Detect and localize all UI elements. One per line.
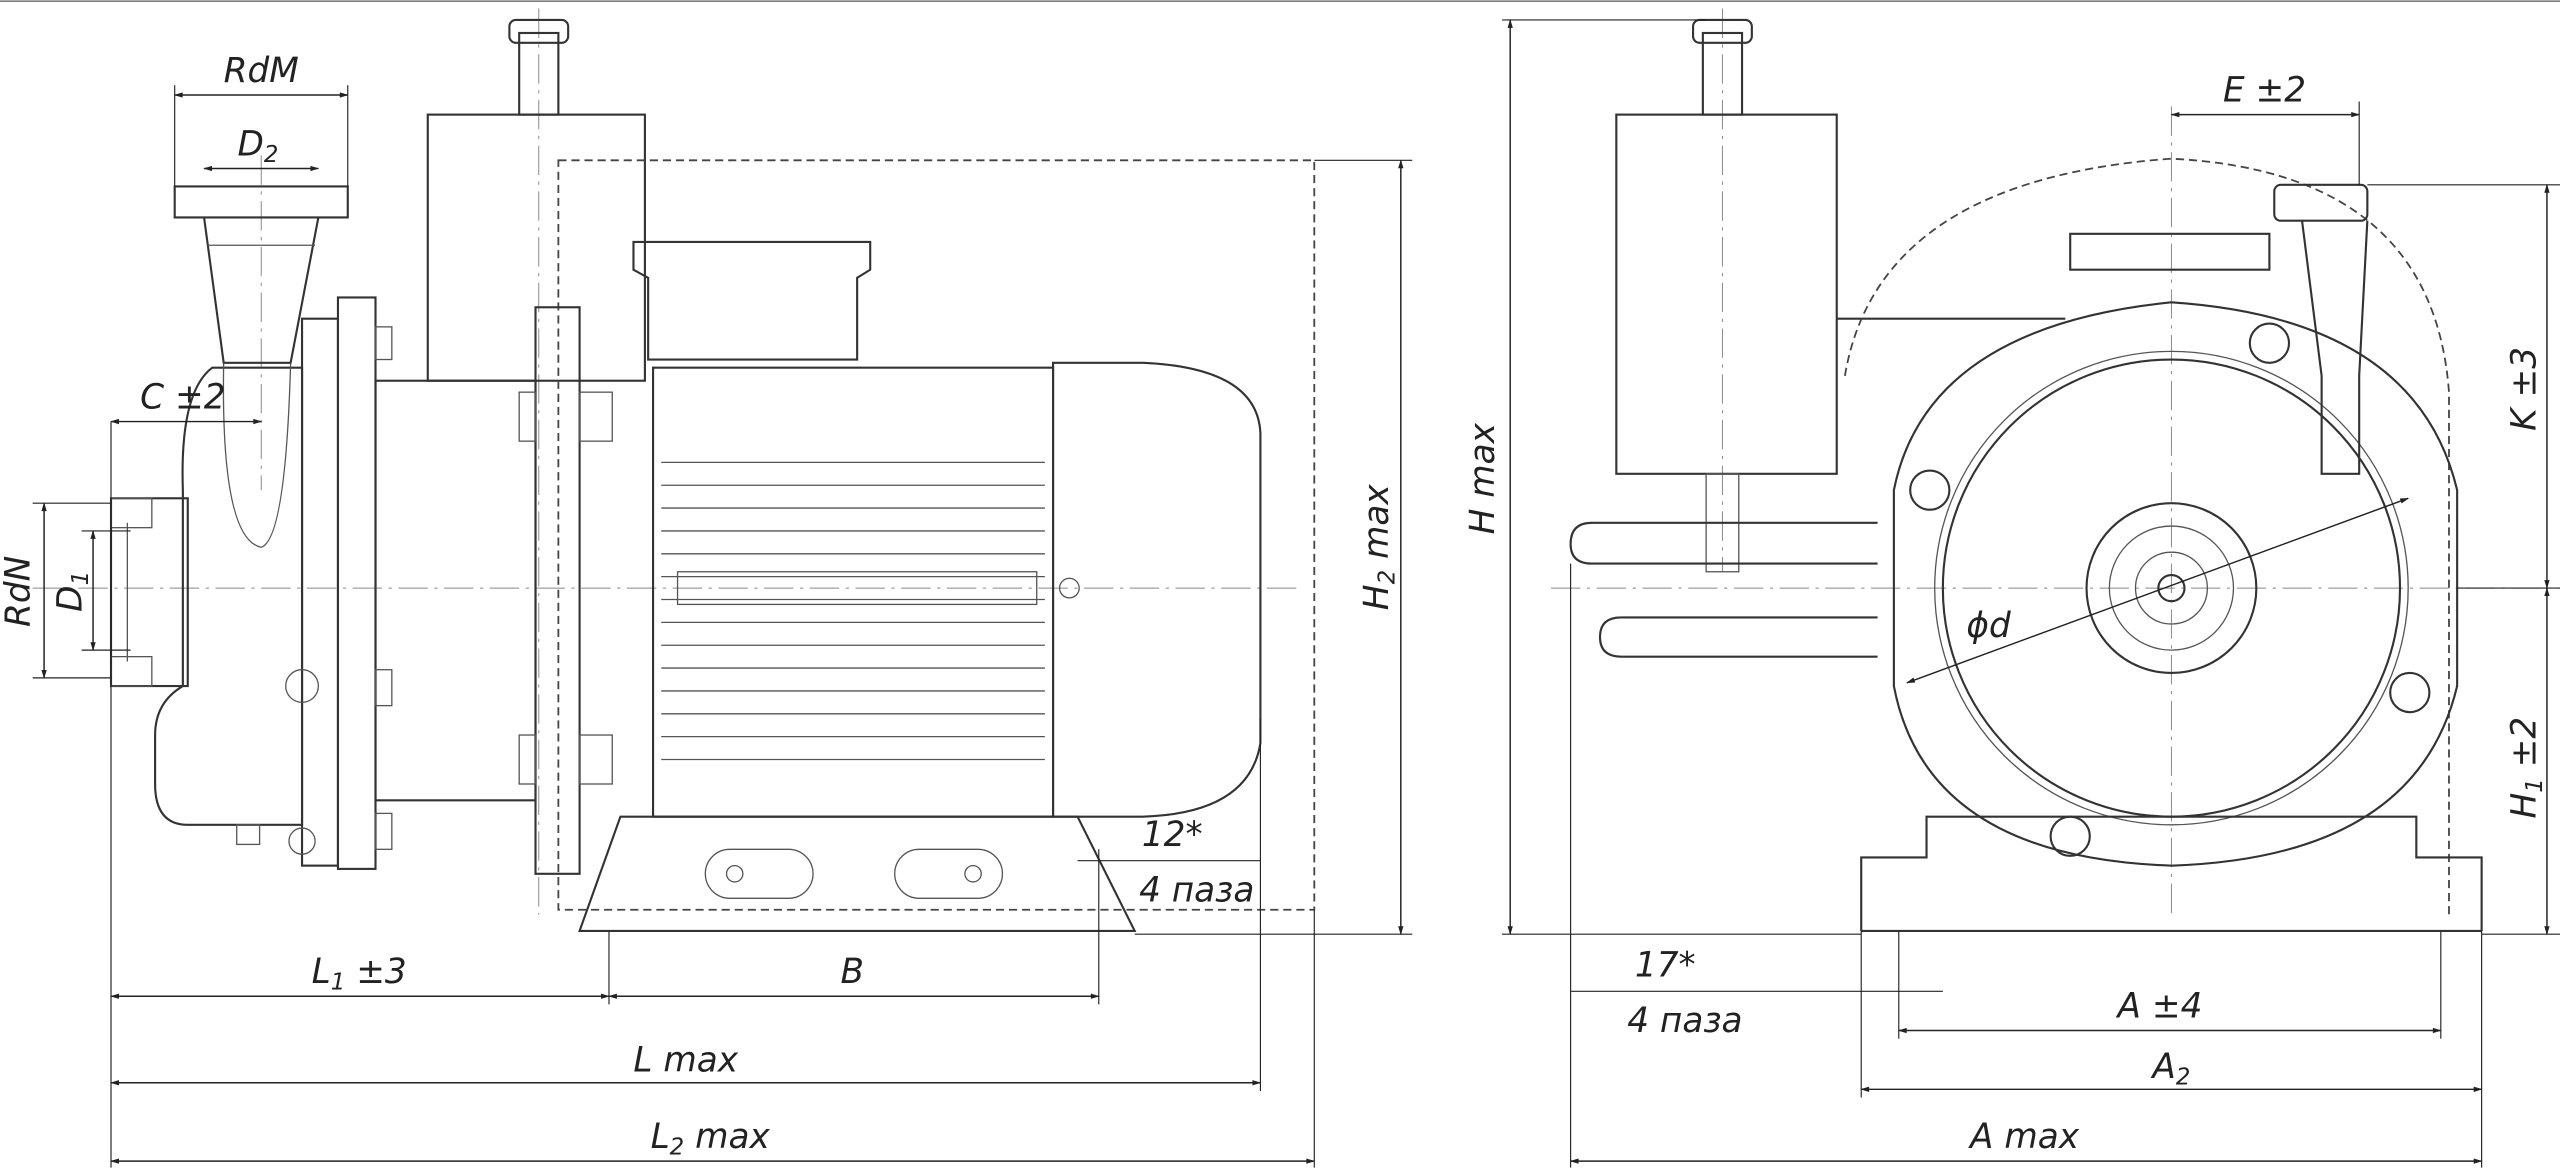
heater-envelope-front [1844, 157, 2450, 915]
discharge-nozzle-front [2273, 183, 2369, 475]
dim-slot-side: 12* 4 паза [1077, 815, 1261, 911]
dim-l1: L1 ±3 [110, 952, 610, 999]
dim-d2: D2 [203, 124, 320, 172]
rdm-label: RdM [224, 51, 299, 91]
dim-amax: A max [1569, 1117, 2483, 1164]
d2-label: D2 [237, 124, 278, 168]
b-label: B [840, 952, 864, 992]
dim-hmax: H max [1463, 19, 1862, 936]
dim-rdn: RdN [0, 502, 112, 679]
slot-size-label: 12* [1142, 815, 1203, 855]
dim-lmax: L max [110, 1040, 1262, 1086]
dim-h2max: H2 max [1134, 159, 1413, 936]
motor [632, 240, 1262, 818]
lmax-label: L max [633, 1040, 738, 1080]
motor-base-front [1860, 815, 2483, 932]
heater-pipes [1569, 317, 2066, 658]
hmax-label: H max [1463, 422, 1503, 534]
side-view: RdM D2 C ±2 RdN D1 L1 ±3 B L max L2 max … [0, 8, 1413, 1168]
rdn-label: RdN [0, 556, 38, 627]
dim-b: B [608, 952, 1100, 999]
motor-base [578, 815, 1137, 932]
phid-label: ϕd [1966, 606, 2011, 646]
front-view: H max E ±2 K ±3 H1 ±2 ϕd 17* 4 паза A ±4… [1463, 8, 2560, 1168]
dim-rdm: RdM [173, 51, 349, 187]
pump-volute [154, 362, 304, 826]
motor-front [1892, 232, 2459, 867]
heater-envelope [557, 159, 1316, 911]
l2max-label: L2 max [651, 1117, 771, 1161]
amax-label: A max [1968, 1117, 2080, 1157]
k-label: K ±3 [2505, 347, 2545, 431]
l1-label: L1 ±3 [312, 952, 407, 996]
inlet-connection [109, 497, 189, 688]
discharge-nozzle [173, 185, 349, 364]
dim-l2max: L2 max [110, 1117, 1316, 1164]
slot-size-front-label: 17* [1635, 946, 1696, 986]
slot-count-front-label: 4 паза [1627, 1001, 1742, 1041]
h2max-label: H2 max [1357, 484, 1401, 611]
e-label: E ±2 [2223, 71, 2306, 111]
dim-a: A ±4 [1897, 986, 2442, 1034]
fan-cover [1052, 361, 1262, 818]
dim-slot-front: 17* 4 паза [1570, 946, 1943, 1041]
dim-a2: A2 [1860, 1047, 2483, 1092]
dim-e: E ±2 [2170, 71, 2361, 185]
a-label: A ±4 [2116, 986, 2203, 1026]
h1-label: H1 ±2 [2505, 717, 2549, 819]
a2-label: A2 [2150, 1047, 2190, 1091]
dim-c: C ±2 [110, 377, 263, 425]
cooling-fins [661, 461, 1045, 761]
c-label: C ±2 [140, 377, 225, 417]
terminal-box [632, 240, 872, 361]
terminal-box-front [2069, 232, 2271, 271]
dim-d1: D1 [51, 530, 131, 652]
pump-flanges [236, 296, 613, 875]
dim-k: K ±3 [2367, 183, 2560, 589]
dim-h1: H1 ±2 [2481, 587, 2560, 936]
d1-label: D1 [51, 571, 95, 612]
slot-count-label: 4 паза [1139, 871, 1254, 911]
dim-phid: ϕd [1906, 497, 2409, 684]
heater-cylinder-front [1615, 18, 1838, 573]
